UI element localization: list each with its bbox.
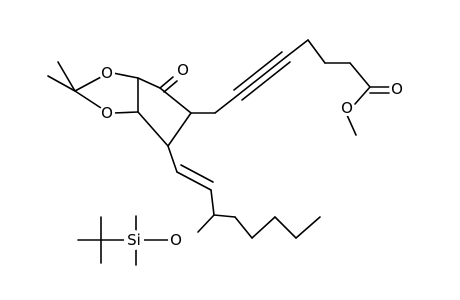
bond-ester-c-o bbox=[354, 86, 371, 105]
svg-text:O: O bbox=[101, 64, 113, 82]
bond-alkyne-ch2 bbox=[285, 39, 309, 58]
ring-oxygen-bottom: O bbox=[99, 104, 115, 122]
bond-triple-1 bbox=[237, 56, 287, 96]
silyl-ether-oxygen: O bbox=[168, 231, 184, 249]
bond-otop-c1 bbox=[112, 72, 139, 79]
bond-c3-c5 bbox=[167, 112, 192, 147]
bond-pentyl-4 bbox=[274, 216, 297, 239]
bond-pentyl-2 bbox=[234, 216, 253, 239]
ester-carbonyl-oxygen: O bbox=[389, 80, 405, 98]
bond-c2-ketone-b bbox=[163, 80, 178, 93]
ring-oxygen-top: O bbox=[99, 64, 115, 82]
svg-text:O: O bbox=[391, 80, 403, 98]
bond-cme2-obottom bbox=[74, 90, 102, 109]
bond-chain-3 bbox=[349, 62, 371, 88]
svg-text:O: O bbox=[170, 231, 182, 249]
bond-pentyl-1 bbox=[213, 214, 236, 218]
bond-ch2-alkyne bbox=[214, 94, 239, 114]
bond-c5-vinyl bbox=[167, 145, 178, 173]
bond-chain-1 bbox=[307, 39, 326, 64]
bond-cme2-otop bbox=[74, 76, 102, 92]
bond-c1-c2 bbox=[137, 77, 161, 89]
bond-lines bbox=[47, 39, 390, 266]
bond-triple-2 bbox=[233, 51, 283, 91]
bond-c2-c3 bbox=[159, 87, 192, 114]
atom-labels: O O O O O O Si bbox=[99, 61, 405, 250]
bond-c2-ketone-a bbox=[159, 76, 174, 89]
svg-text:O: O bbox=[177, 61, 189, 79]
bond-c5-c4 bbox=[137, 111, 169, 147]
bond-double-2 bbox=[180, 164, 214, 183]
ester-methoxy-oxygen: O bbox=[339, 99, 355, 117]
bond-triple-3 bbox=[241, 61, 291, 101]
bond-pentyl-5 bbox=[295, 216, 321, 239]
svg-text:O: O bbox=[101, 104, 113, 122]
bond-cme2-me1 bbox=[47, 75, 76, 92]
ketone-oxygen: O bbox=[175, 61, 191, 79]
bond-o-methyl bbox=[346, 114, 357, 136]
bond-double-1 bbox=[176, 171, 212, 191]
bond-obottom-c4 bbox=[112, 111, 139, 114]
svg-text:O: O bbox=[341, 99, 353, 117]
svg-text:Si: Si bbox=[127, 231, 141, 249]
bond-pentyl-3 bbox=[251, 216, 276, 239]
silicon-atom: Si bbox=[124, 230, 144, 250]
bond-choh-o bbox=[197, 214, 215, 233]
bond-cme2-me2 bbox=[57, 61, 76, 92]
bond-vinyl-choh bbox=[210, 189, 215, 216]
